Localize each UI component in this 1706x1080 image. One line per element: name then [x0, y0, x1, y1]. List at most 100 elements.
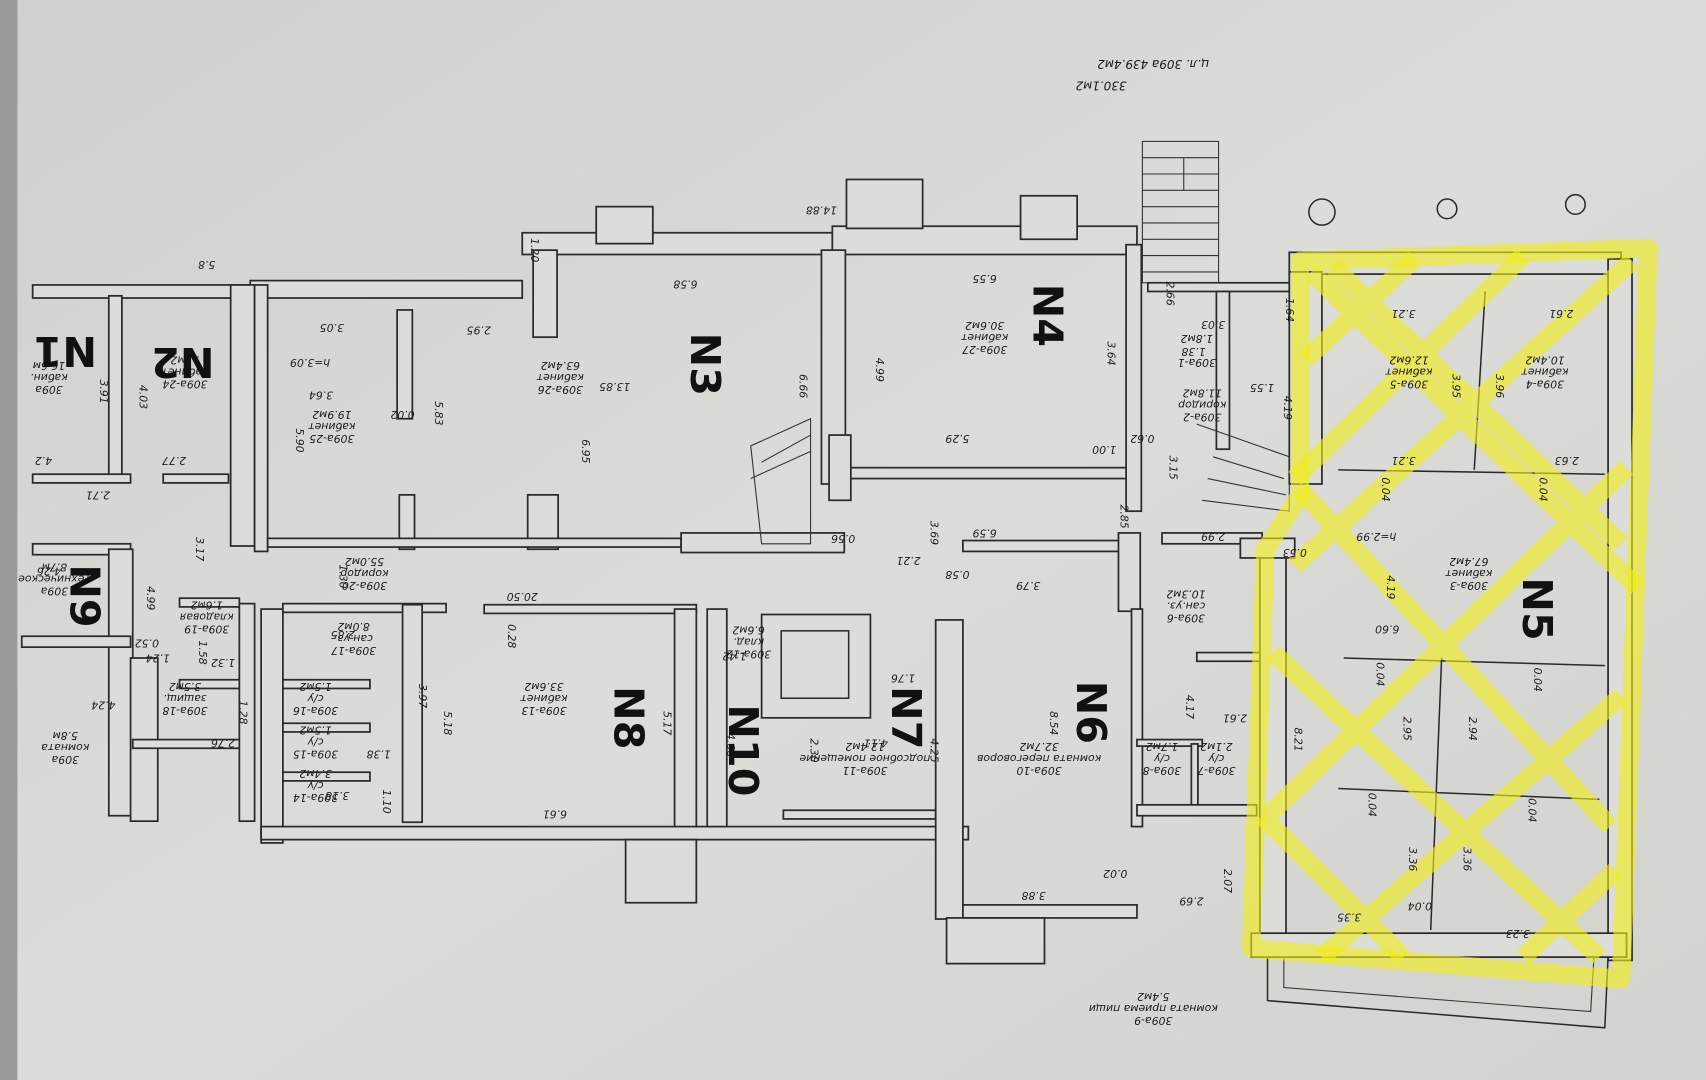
dimension-label: 1.38 — [366, 747, 390, 760]
room-code: 309а-4 — [1526, 378, 1564, 391]
dimension-label: 2.69 — [1179, 894, 1203, 907]
room-code: 309а-18 — [162, 704, 207, 717]
dimension-label: 1.32 — [211, 656, 235, 669]
dimension-label: 3.21 — [1391, 307, 1415, 320]
header-main-area: 330.1м2 — [1076, 79, 1127, 93]
highlight-room-n5 — [1241, 238, 1658, 989]
dimension-label: 1.00 — [1092, 443, 1116, 456]
room-type: кабинет — [1521, 366, 1569, 379]
room-code: 309а-5 — [1390, 378, 1428, 391]
room-code: 309а-14 — [293, 791, 338, 804]
dimension-label: 4.66 — [724, 733, 737, 757]
dimension-label: 0.04 — [1379, 477, 1392, 501]
room-code: 309а-13 — [521, 704, 566, 717]
room-marker-6: N6 — [1067, 681, 1115, 744]
room-code: 309а-3 — [1450, 579, 1488, 592]
room-area: 67.4м2 — [1449, 555, 1488, 568]
dimension-label: h=3.09 — [290, 356, 330, 369]
room-area: 8.7м — [42, 560, 67, 573]
dimension-label: 3.23 — [1506, 927, 1530, 940]
dimension-label: 2.94 — [1466, 717, 1479, 741]
room-area: 1.7м2 — [1146, 740, 1178, 753]
room-code: 309а-25 — [309, 432, 354, 445]
room-type: с/у — [307, 735, 324, 748]
dimension-label: 5.18 — [441, 711, 454, 735]
room-area: 5.4м2 — [1137, 990, 1169, 1003]
dimension-label: 2.61 — [1223, 712, 1247, 725]
dimension-label: 0.58 — [945, 568, 969, 581]
dimension-label: 6.55 — [972, 272, 996, 285]
room-area: 6.6м2 — [732, 623, 764, 636]
room-type: сан.уз. — [1167, 600, 1206, 613]
room-area: 3.5м2 — [169, 680, 201, 693]
dimension-label: 2.76 — [211, 737, 235, 750]
room-code: 309а-12 — [726, 647, 771, 660]
room-label: 309а-14с/у3.4м2 — [293, 767, 338, 804]
dimension-label: 1.58 — [196, 640, 209, 664]
room-area: 33.6м2 — [524, 680, 563, 693]
dimension-label: 4.26 — [37, 565, 61, 578]
dimension-label: 0.02 — [1103, 867, 1127, 880]
dimension-label: 3.36 — [1406, 847, 1419, 871]
dimension-label: 2.63 — [1555, 454, 1579, 467]
room-marker-3: N3 — [681, 333, 729, 396]
room-code: 309а-20 — [342, 579, 387, 592]
dimension-label: 1.55 — [1250, 381, 1274, 394]
room-type: техническое — [18, 572, 91, 585]
dimension-label: 0.04 — [1366, 793, 1379, 817]
room-type: комната — [41, 741, 89, 754]
dimension-label: 0.56 — [831, 532, 855, 545]
dimension-label: 2.71 — [86, 489, 110, 502]
dimension-label: 3.15 — [1167, 456, 1180, 480]
dimension-label: 3.05 — [320, 321, 344, 334]
room-type: с/у — [307, 779, 324, 792]
dimension-label: 8.21 — [1292, 727, 1305, 751]
dimension-label: 6.61 — [543, 807, 567, 820]
room-type: кабинет — [960, 331, 1008, 344]
dimension-label: 6.95 — [579, 439, 592, 463]
room-type: кабинет — [520, 692, 568, 705]
dimension-label: 3.91 — [97, 379, 110, 403]
room-code: 309а-8 — [1143, 764, 1181, 777]
dimension-label: 3.03 — [1201, 318, 1225, 331]
room-area: 11м2 — [170, 354, 199, 367]
room-label: 309а-7с/у2.1м2 — [1197, 740, 1235, 777]
header-total-area: ц.л. 309а 439.4м2 — [1097, 57, 1209, 71]
room-type: комната переговоров — [977, 752, 1101, 765]
dimension-label: 0.02 — [390, 408, 414, 421]
room-label: 309а-8с/у1.7м2 — [1143, 740, 1181, 777]
room-area: 8.0м2 — [337, 620, 369, 633]
room-labels: 309акабин.16.6м309а-24кабинет11м2309а-25… — [18, 319, 1569, 1027]
room-area: 55.0м2 — [345, 555, 384, 568]
room-area: 12.4м2 — [845, 740, 884, 753]
room-code: 309а-26 — [538, 383, 583, 396]
room-code: 309а-2 — [1183, 410, 1221, 423]
dimension-label: 0.04 — [1537, 477, 1550, 501]
room-marker-7: N7 — [882, 686, 930, 749]
dimension-label: 6.66 — [797, 374, 810, 398]
dimension-label: 3.64 — [309, 389, 333, 402]
dimension-label: 8.54 — [1047, 711, 1060, 735]
dimension-label: 0.52 — [135, 637, 159, 650]
room-type: с/у — [1153, 752, 1170, 765]
room-label: 309а-11.8м2 — [1178, 332, 1216, 369]
dimension-label: 2.30 — [808, 738, 821, 762]
dimension-label: 13.85 — [599, 380, 630, 393]
room-area: 12.6м2 — [1389, 354, 1428, 367]
dimension-label: 6.59 — [972, 527, 996, 540]
dimension-label: 2.66 — [1163, 282, 1176, 306]
dimension-label: 4.17 — [1183, 695, 1196, 719]
dimension-label: 0.04 — [1526, 798, 1539, 822]
sheet-header: ц.л. 309а 439.4м2 330.1м2 — [1076, 57, 1210, 93]
